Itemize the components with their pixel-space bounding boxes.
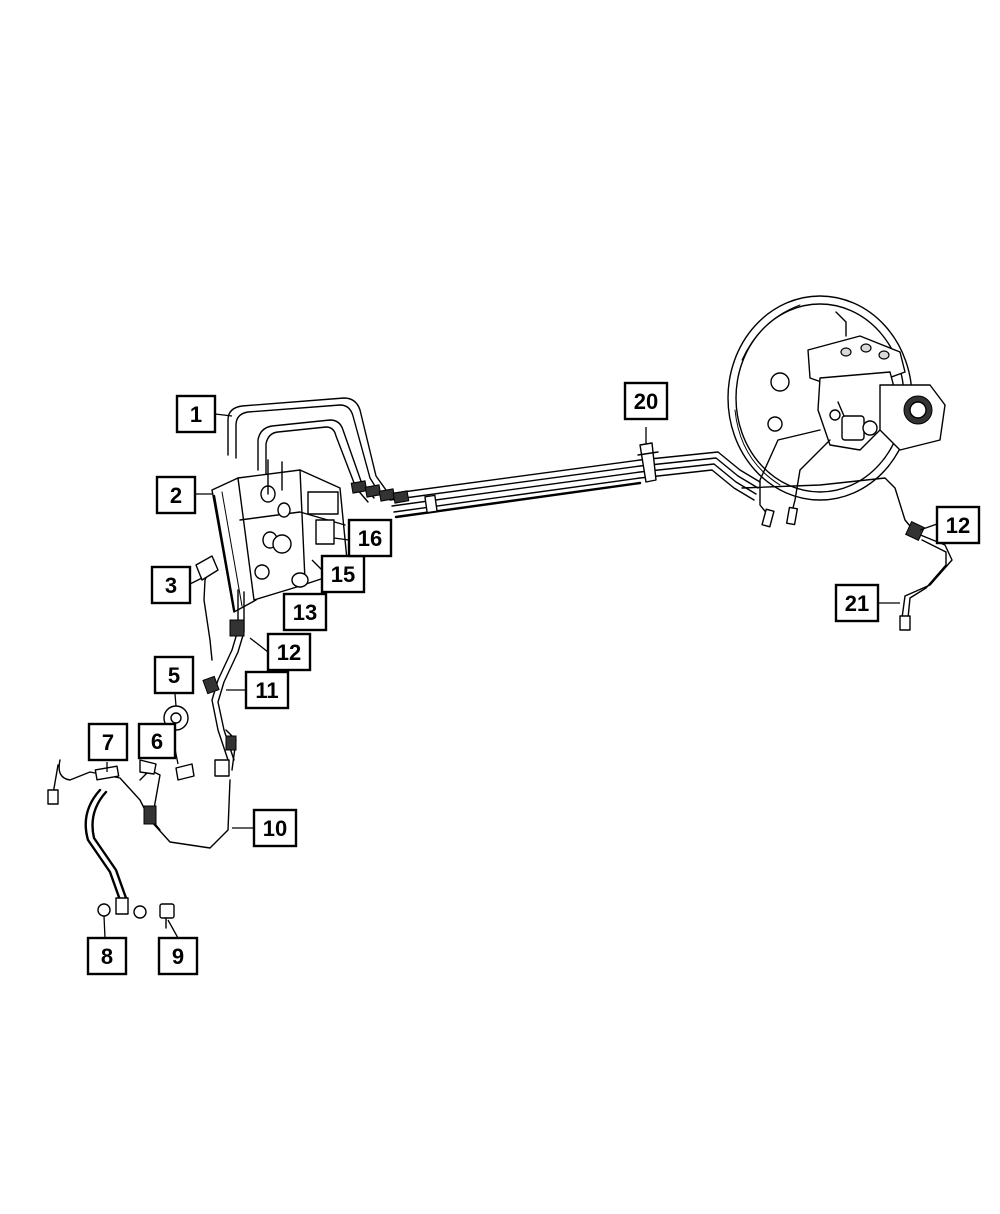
callout-11-label: 11	[255, 678, 278, 703]
callout-6: 6	[137, 722, 177, 760]
callout-15: 15	[320, 554, 366, 594]
callout-21: 21	[834, 583, 880, 623]
callout-5: 5	[153, 655, 195, 695]
line-clip	[637, 442, 659, 483]
callout-15-label: 15	[331, 562, 355, 587]
callout-2: 2	[155, 475, 197, 515]
callout-12-right-label: 12	[946, 513, 970, 538]
callout-6-label: 6	[151, 729, 163, 754]
callout-9-label: 9	[172, 944, 184, 969]
brake-line-bundle	[387, 451, 761, 519]
callout-8-label: 8	[101, 944, 113, 969]
front-brake-lines	[195, 555, 245, 777]
callout-2-label: 2	[170, 483, 182, 508]
callout-1: 1	[175, 394, 217, 434]
callout-16-label: 16	[358, 526, 382, 551]
callout-12-left: 12	[266, 632, 312, 672]
callout-1-label: 1	[190, 402, 202, 427]
callout-12-right: 12	[935, 505, 981, 545]
callout-9: 9	[157, 936, 199, 976]
callout-21-label: 21	[845, 591, 869, 616]
callout-10: 10	[252, 808, 298, 848]
callout-20: 20	[623, 381, 669, 421]
abs-module	[211, 459, 349, 613]
callout-12-left-label: 12	[277, 640, 301, 665]
abs-tubes-upper	[227, 397, 387, 503]
wheel-speed-sensor-cable	[47, 759, 231, 915]
callout-7: 7	[87, 722, 129, 762]
callout-20-label: 20	[634, 389, 658, 414]
callout-13-label: 13	[293, 600, 317, 625]
callout-13: 13	[282, 592, 328, 632]
right-brake-line	[741, 477, 953, 631]
master-cylinder	[807, 335, 946, 451]
callout-3-label: 3	[165, 573, 177, 598]
line-fittings	[350, 480, 410, 504]
callout-11: 11	[244, 670, 290, 710]
callout-8: 8	[86, 936, 128, 976]
callout-16: 16	[347, 518, 393, 558]
callout-3: 3	[150, 565, 192, 605]
callout-10-label: 10	[263, 816, 287, 841]
callout-5-label: 5	[168, 663, 180, 688]
master-cylinder-outlets	[759, 429, 831, 528]
callout-7-label: 7	[102, 730, 114, 755]
